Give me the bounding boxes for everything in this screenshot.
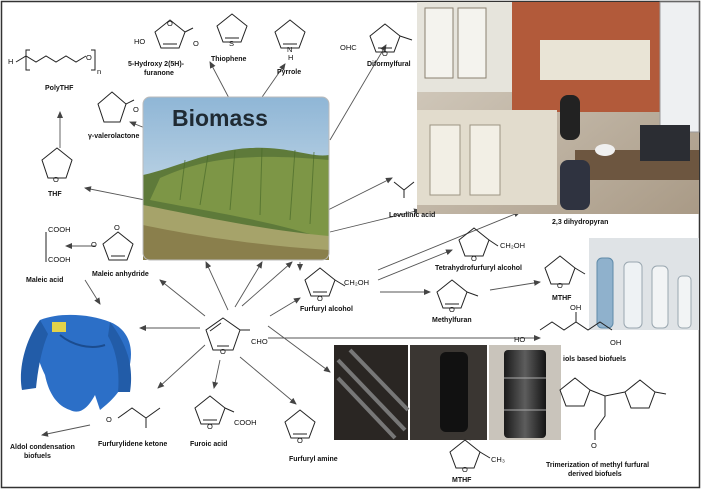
label-hydroxyfuranone: 5-Hydroxy 2(5H)- [128,61,185,68]
levulinic-structure [393,181,415,198]
compound-labels: PolyTHF 5-Hydroxy 2(5H)- furanone Thioph… [10,56,649,484]
svg-text:O: O [297,436,303,445]
label-aldol-2: biofuels [24,453,51,460]
svg-text:CH₃: CH₃ [491,455,505,464]
furfurylidene-structure: O [106,407,161,428]
reaction-arrows [41,44,541,441]
label-furfurylidene: Furfurylidene ketone [98,441,167,448]
svg-text:O: O [207,422,213,431]
diformylfuran-structure: OHC O [340,23,413,58]
maleic-acid-structure: COOH COOH [45,225,71,264]
svg-text:OH: OH [570,303,581,312]
label-polyols: iols based biofuels [563,356,626,363]
svg-text:O: O [382,49,388,58]
label-aldol: Aldol condensation [10,444,75,451]
maleic-anhydride-structure: O O [91,223,134,261]
furfuryl-alcohol-structure: CH₂OH O [304,267,369,303]
label-methylfuran: Methylfuran [432,317,472,324]
polythf-structure: H O n [8,49,101,76]
label-thf: THF [48,191,62,198]
label-diformylfuran: Diformylfural [367,61,411,68]
label-dhp: 2,3 dihydropyran [552,219,608,226]
laboratory-photo [417,1,700,214]
label-gvl: γ-valerolactone [88,133,139,140]
svg-text:CH₂OH: CH₂OH [344,278,369,287]
svg-text:O: O [193,39,199,48]
protective-suit-photo [20,314,132,412]
mthf2-structure: CH₃ O [449,439,505,474]
svg-text:N: N [287,45,292,54]
svg-text:S: S [229,39,234,48]
svg-text:O: O [86,53,92,62]
label-pyrrole: Pyrrole [277,69,301,76]
svg-text:COOH: COOH [48,255,71,264]
svg-text:O: O [449,305,455,314]
bottles-photo [589,238,699,330]
thiophene-structure: S [216,13,248,48]
svg-text:O: O [106,415,112,424]
label-maleic-anhydride: Maleic anhydride [92,271,149,278]
svg-text:O: O [91,240,97,249]
label-thiophene: Thiophene [211,56,246,63]
pyrrole-structure: N H [274,19,306,62]
label-furoic: Furoic acid [190,441,227,448]
svg-text:n: n [97,67,101,76]
label-trimer: Trimerization of methyl furfural [546,462,649,469]
aldehyde-group: CHO [251,337,268,346]
svg-text:HO: HO [514,335,525,344]
furfuryl-amine-structure: O [284,409,316,445]
svg-text:COOH: COOH [48,225,71,234]
svg-text:CH₂OH: CH₂OH [500,241,525,250]
svg-text:H: H [8,57,13,66]
thf-structure: O [41,147,73,184]
svg-text:OH: OH [610,338,621,347]
label-polythf: PolyTHF [45,85,74,92]
thfa-structure: CH₂OH O [458,227,525,263]
gvl-structure: O [97,91,139,123]
label-maleic-acid: Maleic acid [26,277,63,284]
svg-text:H: H [288,53,293,62]
label-thfa: Tetrahydrofurfuryl alcohol [435,265,522,272]
svg-text:HO: HO [134,37,145,46]
furoic-acid-structure: COOH O [194,395,257,431]
reactor-photos [334,345,561,440]
trimer-structure: O [559,377,667,450]
label-hydroxyfuranone-2: furanone [144,70,174,77]
biomass-photo: Biomass [142,96,330,261]
label-furfuryl-alcohol: Furfuryl alcohol [300,306,353,313]
svg-text:OHC: OHC [340,43,357,52]
svg-text:O: O [53,175,59,184]
hydroxyfuranone-structure: O HO O [134,19,199,49]
label-levulinic: Levulinic acid [389,212,435,219]
methylfuran-structure: O [436,279,479,314]
svg-text:O: O [114,223,120,232]
label-mthf-2: MTHF [452,477,472,484]
svg-text:COOH: COOH [234,418,257,427]
svg-text:O: O [557,281,563,290]
svg-text:O: O [462,465,468,474]
mthf1-structure: O [544,255,586,290]
label-mthf-1: MTHF [552,295,572,302]
polyols-structure: OH HO OH [514,303,621,347]
furfural-structure: O CHO [205,317,268,356]
biomass-title: Biomass [172,105,268,131]
svg-text:O: O [591,441,597,450]
label-furfuryl-amine: Furfuryl amine [289,456,338,463]
svg-text:O: O [220,347,226,356]
svg-text:O: O [471,254,477,263]
svg-text:O: O [317,294,323,303]
label-trimer-2: derived biofuels [568,471,622,478]
svg-text:O: O [167,19,173,28]
svg-text:O: O [133,105,139,114]
